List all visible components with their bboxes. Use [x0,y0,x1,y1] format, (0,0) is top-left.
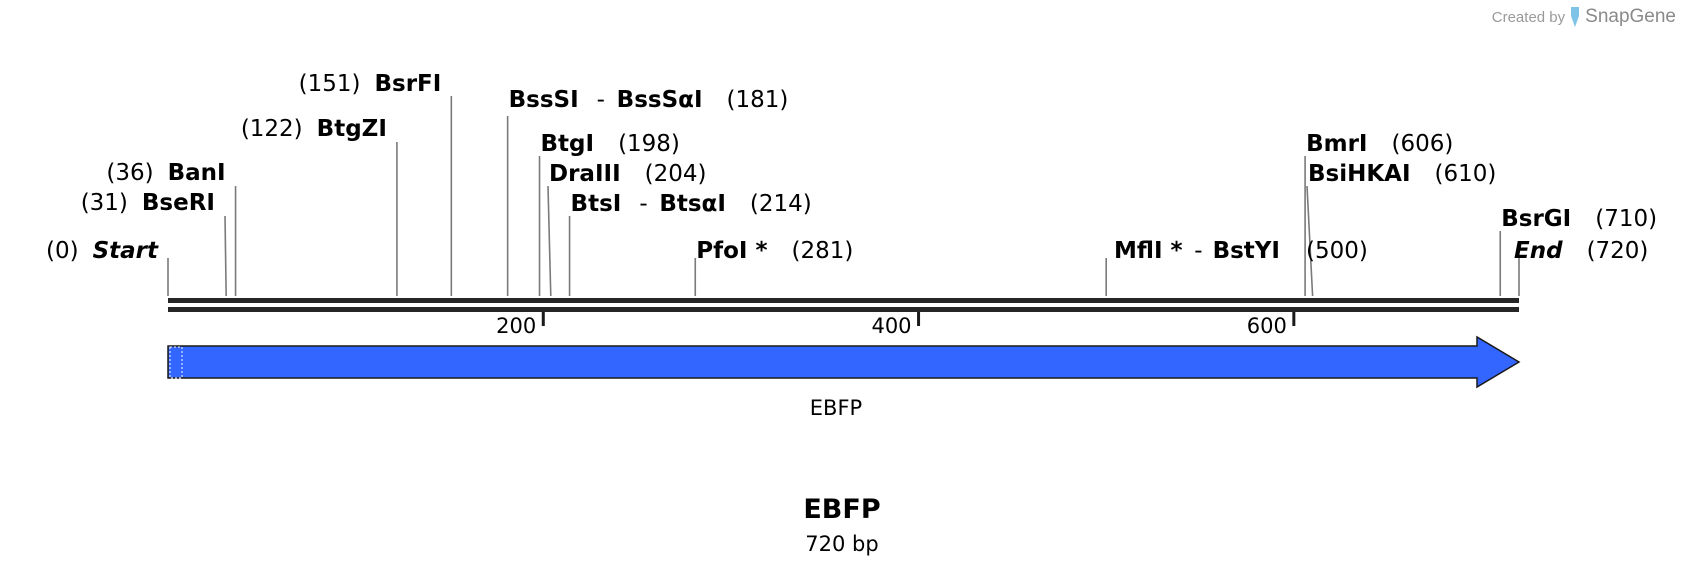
site-name-btgi[interactable]: BtgI [541,131,595,157]
ruler-label-600: 600 [1247,314,1287,338]
site-dash-btsi: - [639,191,647,217]
site-line-draiii [547,185,552,297]
site-pos-btgzi: (122) [241,116,303,142]
site-name-bsrgi[interactable]: BsrGI [1501,206,1571,232]
feature-label: EBFP [810,396,862,420]
site-pos-bani: (36) [106,160,153,186]
site-name-bmri[interactable]: BmrI [1306,131,1367,157]
site-name2-bsssi[interactable]: BssSαI [617,87,703,113]
site-pos-bsssi: (181) [727,87,789,113]
site-leader-lines [167,96,1520,297]
site-pos-bmri: (606) [1391,131,1453,157]
site-name-mfli[interactable]: MflI * [1114,238,1183,264]
snapgene-watermark: Created by SnapGene [1492,6,1676,28]
site-line-bsihkai [1306,185,1314,297]
sequence-length: 720 bp [805,532,879,556]
feature-arrow-ebfp[interactable] [167,335,1521,389]
site-name-bani[interactable]: BanI [168,160,226,186]
ruler-label-200: 200 [496,314,536,338]
site-pos-bseri: (31) [81,190,128,216]
site-labels: Start (0) BseRI (31) BanI (36) BtgZI (122) BsrFI… [46,71,1657,264]
site-name2-mfli[interactable]: BstYI [1213,238,1280,264]
site-pos-pfoi: (281) [792,238,854,264]
site-pos-mfli: (500) [1306,238,1368,264]
site-name-btsi[interactable]: BtsI [571,191,622,217]
site-pos-bsrfi: (151) [299,71,361,97]
ruler-tick-200 [541,312,545,326]
ruler: 200 400 600 [496,312,1296,338]
ruler-tick-400 [917,312,921,326]
snapgene-logo-icon [1571,7,1580,27]
site-pos-btsi: (214) [750,191,812,217]
site-line-bseri [224,215,227,297]
site-pos-bsihkai: (610) [1435,161,1497,187]
site-name-btgzi[interactable]: BtgZI [317,116,387,142]
site-dash-bsssi: - [597,87,605,113]
ruler-tick-600 [1292,312,1296,326]
sequence-name: EBFP [803,494,881,525]
feature-start-marker [169,346,183,379]
brand-name: SnapGene [1585,6,1676,27]
site-name-bsssi[interactable]: BssSI [509,87,579,113]
site-name-bsihkai[interactable]: BsiHKAI [1308,161,1411,187]
site-name-draiii[interactable]: DraIII [549,161,621,187]
site-name-pfoi[interactable]: PfoI * [696,238,767,264]
backbone-top-strand [168,298,1519,303]
site-pos-start: (0) [46,238,79,264]
site-name-end[interactable]: End [1514,238,1563,264]
site-pos-bsrgi: (710) [1595,206,1657,232]
site-name-start[interactable]: Start [93,238,159,264]
site-dash-mfli: - [1194,238,1202,264]
site-name-bsrfi[interactable]: BsrFI [374,71,441,97]
ruler-label-400: 400 [871,314,911,338]
site-name2-btsi[interactable]: BtsαI [659,191,726,217]
created-by-text: Created by [1491,8,1566,26]
site-pos-btgi: (198) [618,131,680,157]
site-name-bseri[interactable]: BseRI [142,190,215,216]
backbone-bottom-strand [168,307,1519,312]
site-pos-draiii: (204) [645,161,707,187]
site-pos-end: (720) [1587,238,1649,264]
